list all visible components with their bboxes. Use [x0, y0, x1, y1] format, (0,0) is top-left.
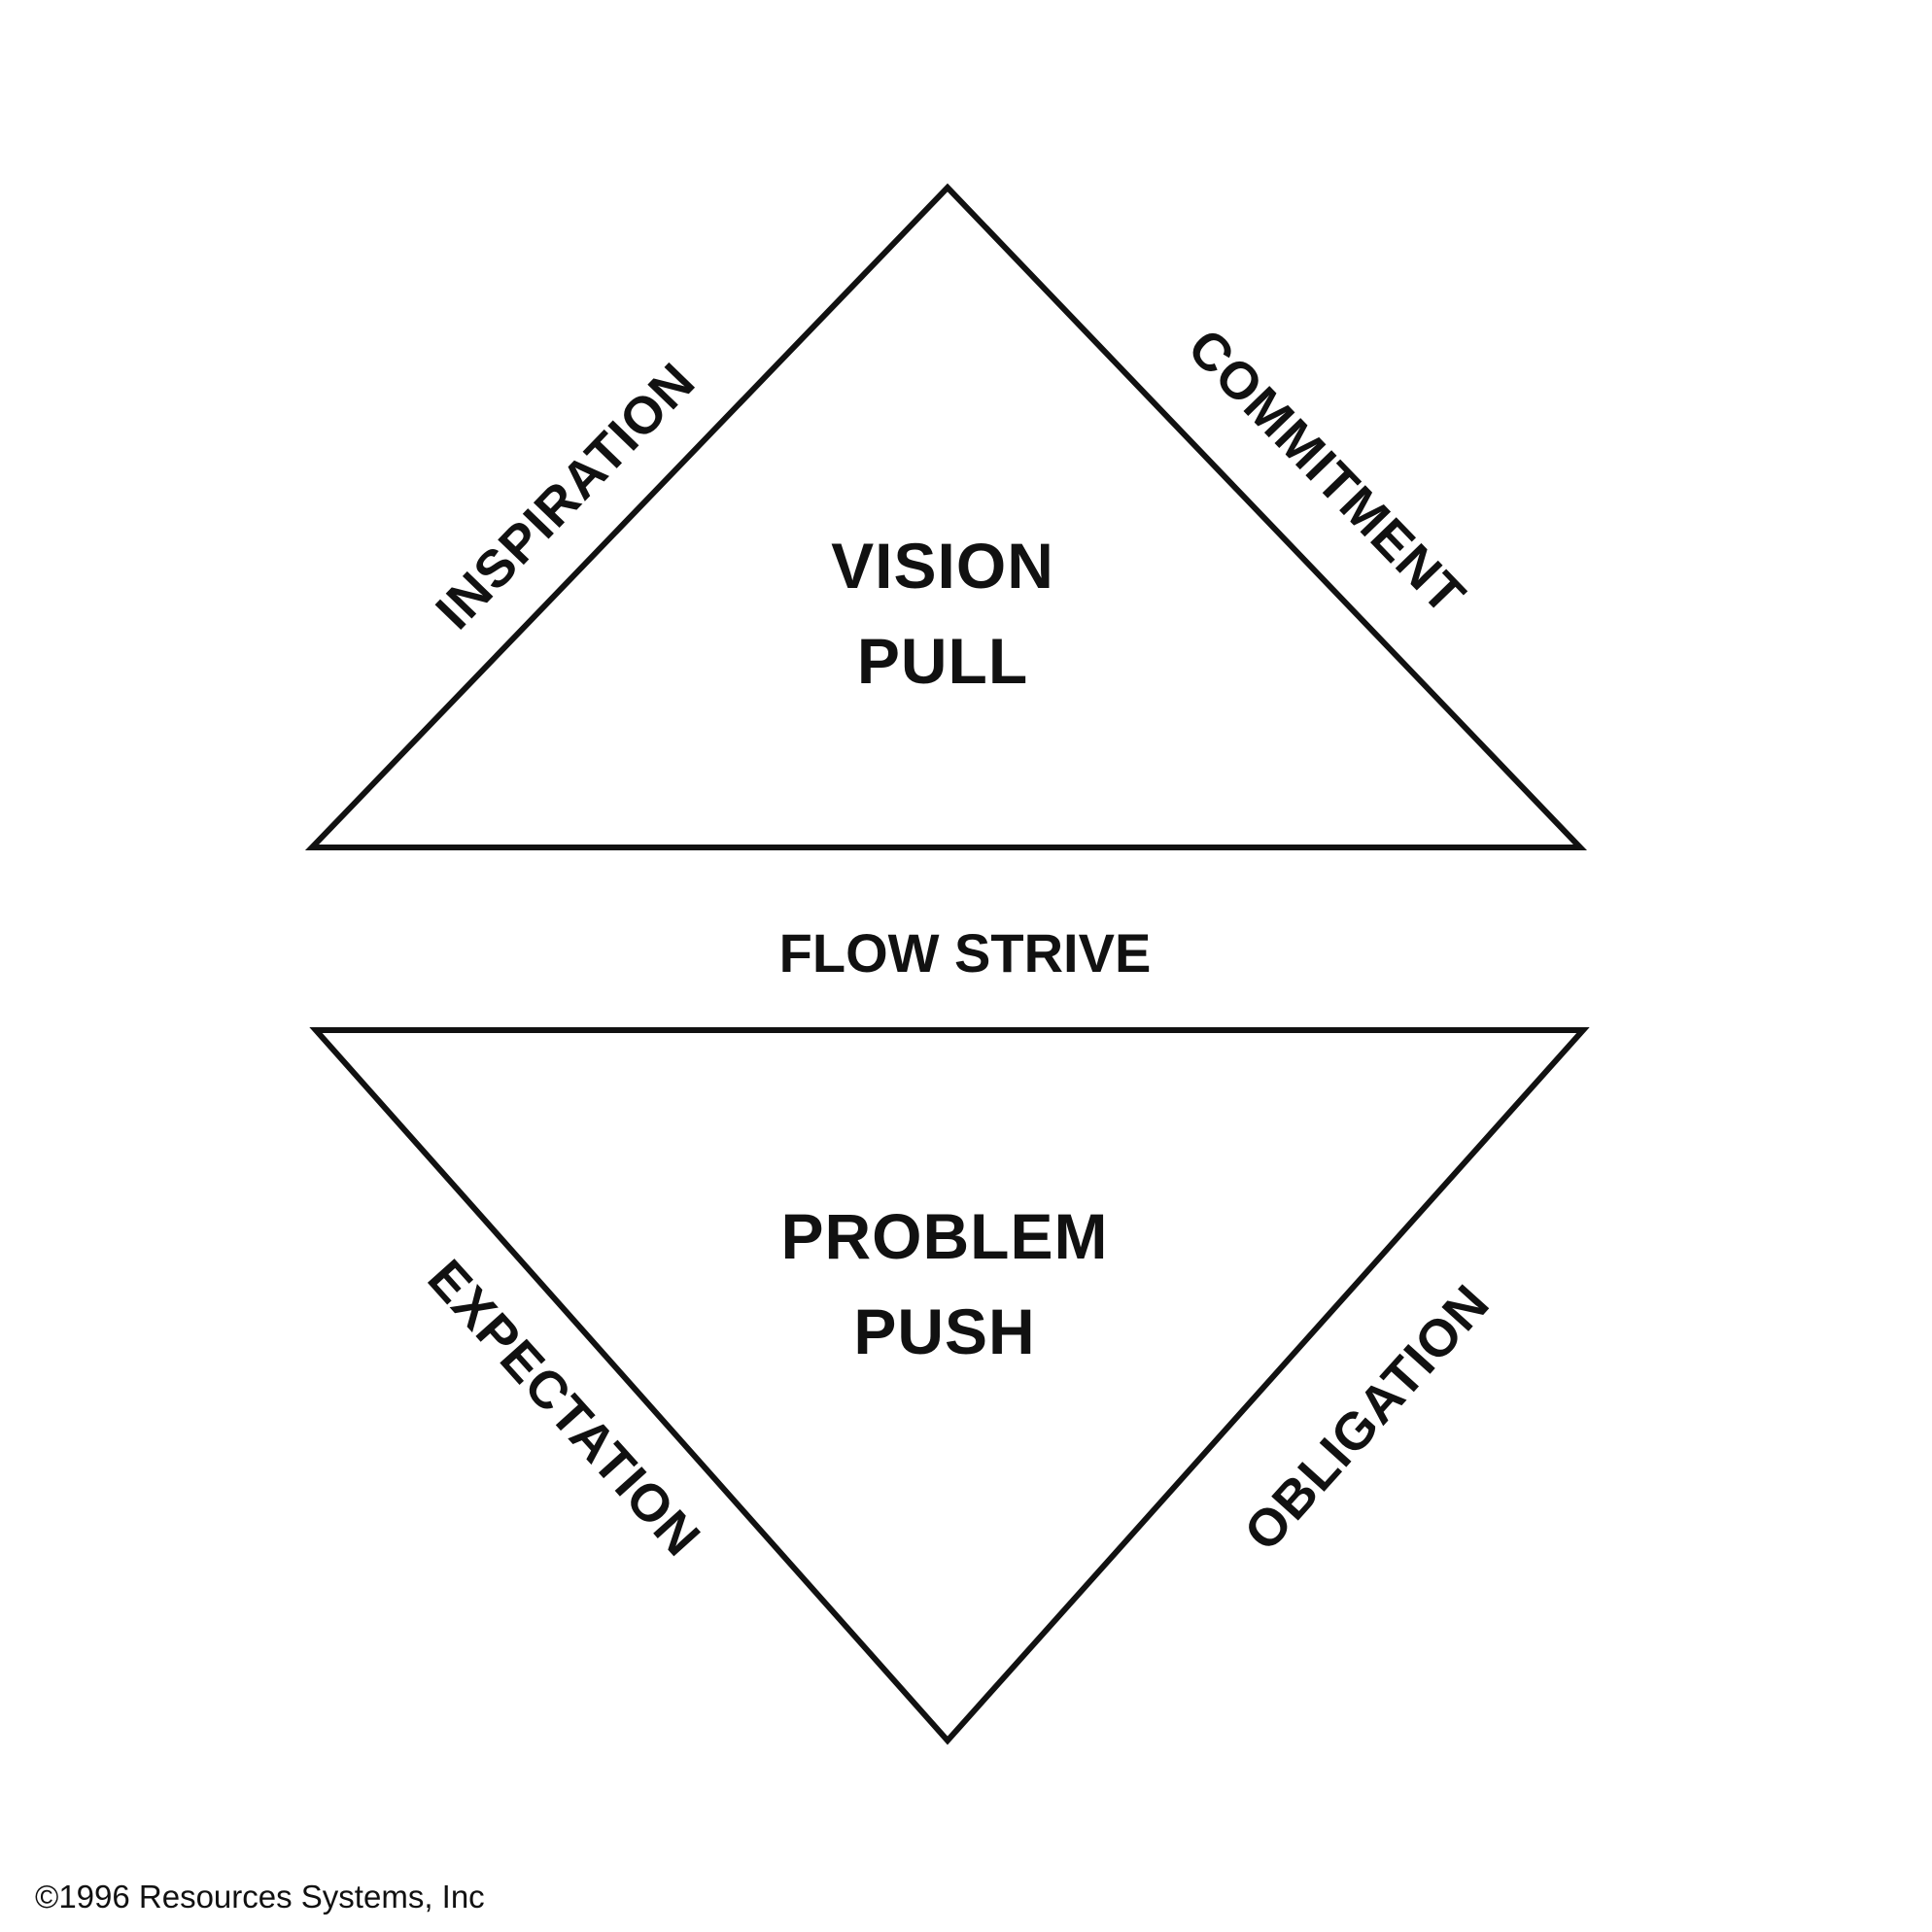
- bottom-left-edge-label: EXPECTATION: [417, 1249, 712, 1568]
- top-center-line1: VISION: [831, 530, 1054, 602]
- bottom-right-edge-label: OBLIGATION: [1233, 1274, 1501, 1563]
- top-center-line2: PULL: [857, 625, 1028, 697]
- bottom-center-line1: PROBLEM: [781, 1200, 1109, 1272]
- middle-label: FLOW STRIVE: [779, 922, 1152, 983]
- bottom-triangle: [309, 1027, 1590, 1745]
- copyright-text: ©1996 Resources Systems, Inc: [35, 1879, 485, 1915]
- top-left-edge-label: INSPIRATION: [425, 352, 707, 640]
- top-triangle: [304, 183, 1588, 850]
- bottom-center-line2: PUSH: [853, 1295, 1035, 1367]
